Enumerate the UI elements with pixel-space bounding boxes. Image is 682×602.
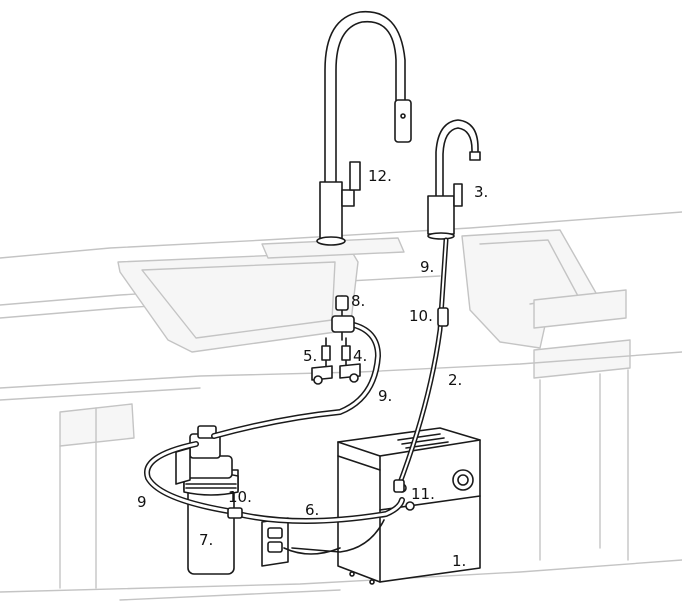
pull-down-faucet — [316, 10, 412, 246]
label-11: 11. — [411, 485, 435, 503]
label-10-lower: 10. — [228, 488, 252, 506]
label-5: 5. — [303, 347, 317, 365]
hot-water-tank — [337, 427, 481, 585]
label-1: 1. — [452, 552, 466, 570]
label-3: 3. — [474, 183, 488, 201]
label-7: 7. — [199, 531, 213, 549]
angle-valve-assembly — [311, 295, 361, 385]
label-9-lower: 9 — [137, 493, 147, 511]
callout-labels: 12. 3. 9. 8. 10. 5. 4. 2. 9. 9 10. 6. 11… — [137, 167, 488, 570]
hot-water-faucet — [427, 119, 481, 240]
label-9-middle: 9. — [378, 387, 392, 405]
label-2: 2. — [448, 371, 462, 389]
label-4: 4. — [353, 347, 367, 365]
power-outlet — [261, 517, 341, 567]
hoses — [144, 237, 449, 553]
filter-grip-ribs — [185, 483, 237, 489]
label-12: 12. — [368, 167, 392, 185]
label-6: 6. — [305, 501, 319, 519]
label-8: 8. — [351, 292, 365, 310]
label-9-upper: 9. — [420, 258, 434, 276]
countertop-and-cabinet — [0, 211, 682, 601]
label-10-upper: 10. — [409, 307, 433, 325]
